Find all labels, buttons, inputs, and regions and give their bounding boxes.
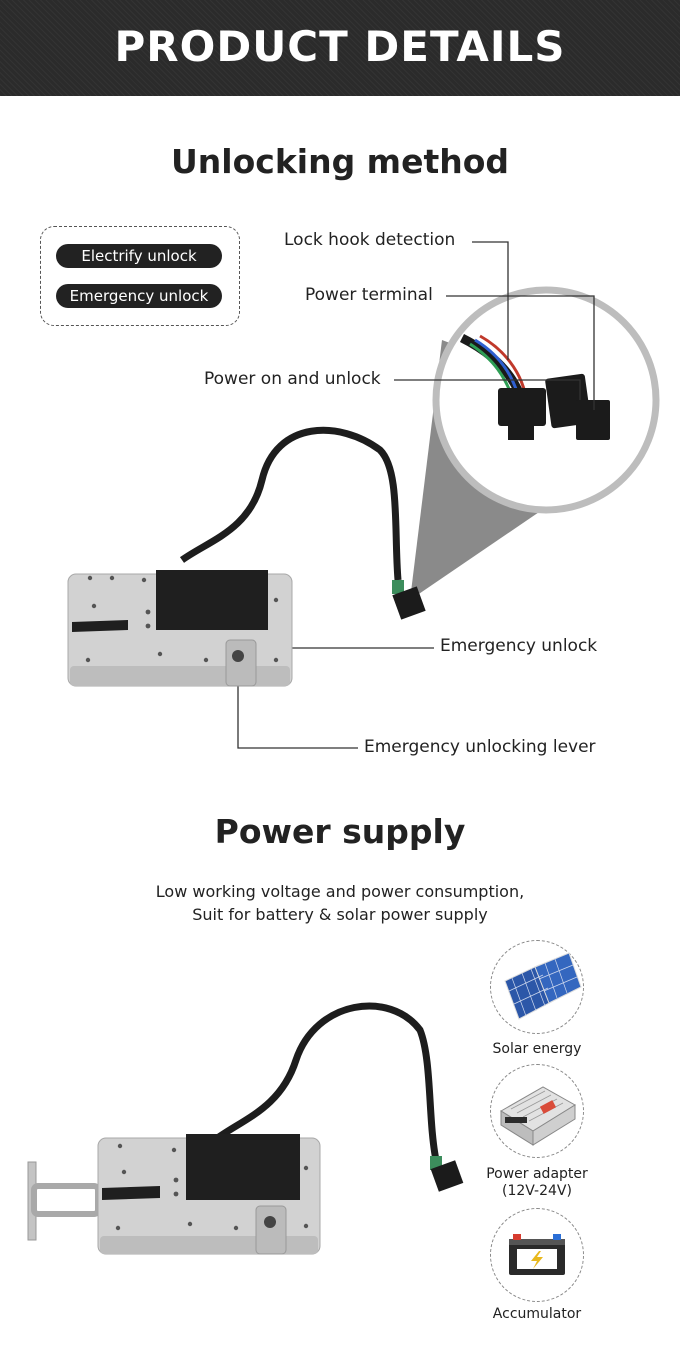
lock-cable-2 (209, 1002, 440, 1161)
callout-lines (237, 241, 595, 749)
accumulator-label: Accumulator (492, 1306, 582, 1322)
solar-energy-circle (490, 940, 584, 1034)
solar-panel-icon (504, 952, 582, 1020)
power-adapter-circle (490, 1064, 584, 1158)
unlock-legend (40, 226, 240, 326)
legend-electrify-unlock: Electrify unlock (56, 244, 222, 268)
battery-icon (509, 1234, 565, 1275)
banner-title: PRODUCT DETAILS (114, 22, 566, 71)
lock-cable (179, 426, 402, 581)
power-adapter-voltage: (12V-24V) (502, 1183, 572, 1199)
header-banner (0, 0, 680, 96)
power-adapter-label: Power adapter (486, 1166, 588, 1182)
legend-emergency-unlock: Emergency unlock (56, 284, 222, 308)
lock-body-2 (97, 1134, 321, 1255)
power-adapter-icon (500, 1086, 576, 1146)
lock-connector (392, 586, 426, 620)
power-subtitle-line2: Suit for battery & solar power supply (192, 905, 488, 924)
callout-power-terminal: Power terminal (305, 285, 433, 305)
power-supply-title: Power supply (214, 812, 466, 851)
unlocking-method-title: Unlocking method (170, 142, 510, 181)
lock-connector-2 (430, 1160, 464, 1192)
callout-emergency-unlock: Emergency unlock (440, 636, 598, 656)
lock-bolt (27, 1161, 101, 1241)
accumulator-circle (490, 1208, 584, 1302)
callout-lock-hook-detection: Lock hook detection (284, 230, 456, 250)
callout-emergency-lever: Emergency unlocking lever (364, 737, 596, 757)
connector-closeup (459, 333, 610, 440)
callout-power-on-unlock: Power on and unlock (204, 369, 381, 389)
lock-body-1 (67, 570, 293, 687)
solar-energy-label: Solar energy (492, 1041, 582, 1057)
power-subtitle-line1: Low working voltage and power consumptio… (155, 882, 525, 901)
